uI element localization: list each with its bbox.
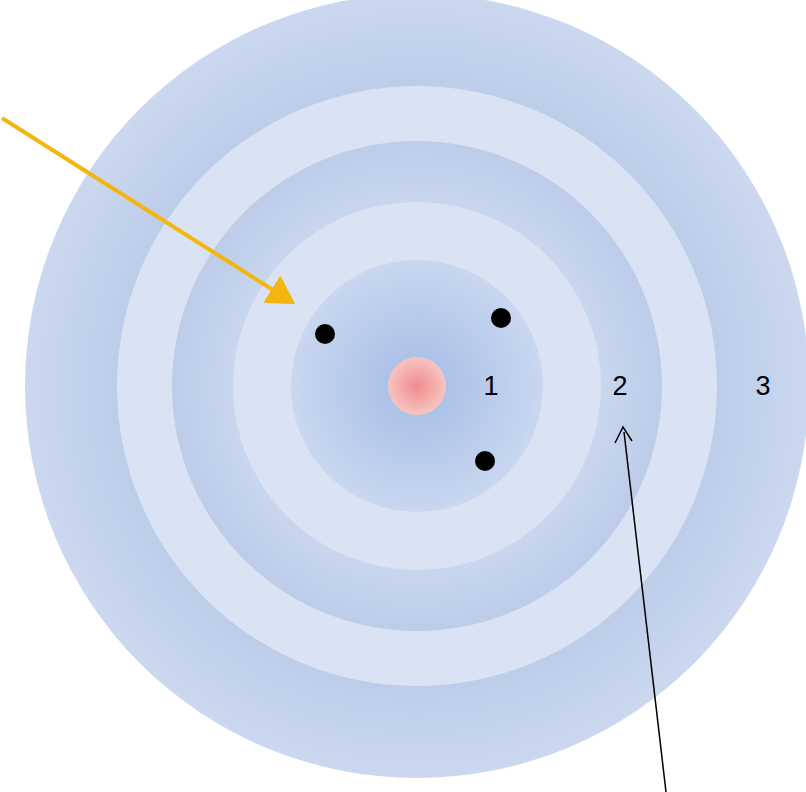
electron [491,308,511,328]
pointer-arrow [2,118,292,302]
leader-line [624,432,666,792]
middle-shell [172,141,662,631]
electron [315,324,335,344]
shell-number: 1 [483,373,498,400]
nucleus [388,357,446,415]
light-ring [117,86,717,686]
shell-number: 2 [612,373,627,400]
shell-number: 3 [755,373,770,400]
leader-arrowhead [615,427,632,443]
outer-shell [25,0,806,778]
electron [475,451,495,471]
light-ring [233,202,601,570]
inner-shell [291,260,543,512]
